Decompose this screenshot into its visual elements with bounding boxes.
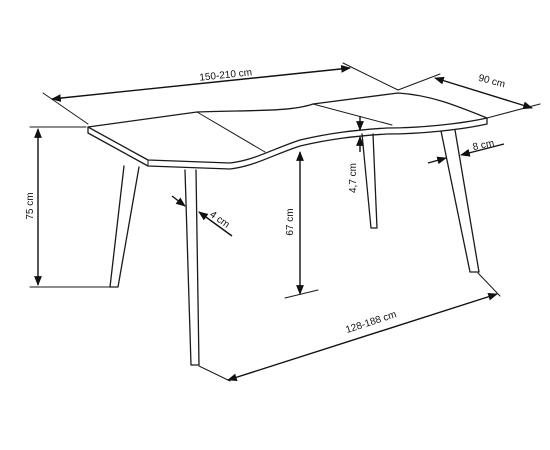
dim-front-leg-thickness: 4 cm (171, 195, 233, 237)
table-top-front-edge (87, 117, 488, 170)
label-top-length: 150-210 cm (199, 67, 253, 83)
leg-back-right (440, 129, 480, 273)
table-top (87, 92, 488, 170)
label-width: 90 cm (477, 73, 506, 91)
leaf-seam-right (312, 103, 393, 126)
leg-front-left (109, 165, 140, 288)
leg-back-center (361, 133, 378, 229)
table-top-surface (87, 92, 488, 164)
dim-top-thickness: 4,7 cm (348, 116, 364, 193)
dim-top-length: 150-210 cm (42, 62, 399, 125)
label-back-leg-thickness: 8 cm (472, 138, 495, 153)
label-leg-span: 128-188 cm (344, 309, 398, 336)
leaf-seam-left (196, 111, 266, 153)
dim-back-leg-thickness: 8 cm (427, 138, 505, 165)
dim-leg-clearance: 67 cm (284, 151, 319, 299)
table-legs (109, 129, 480, 366)
leg-front-center (184, 169, 200, 366)
dim-leg-span: 128-188 cm (198, 272, 501, 382)
label-height: 75 cm (25, 192, 36, 219)
label-top-thickness: 4,7 cm (348, 163, 359, 193)
dim-height: 75 cm (25, 126, 111, 288)
label-leg-clearance: 67 cm (285, 208, 296, 235)
